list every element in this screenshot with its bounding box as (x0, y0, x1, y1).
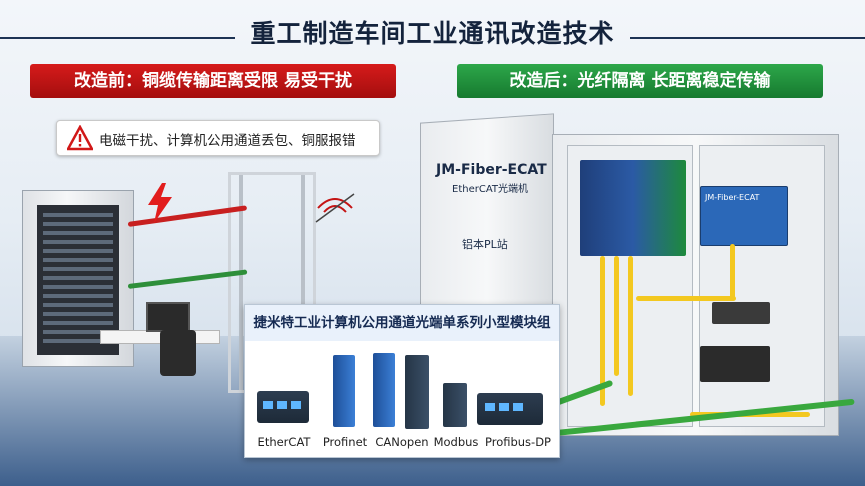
warning-text: 电磁干扰、计算机公用通道丢包、铜服报错 (99, 133, 356, 149)
contactor-block (700, 346, 770, 382)
device-label-right: JM-Fiber-ECAT (705, 193, 760, 202)
device-label-sub: EtherCAT光端机 (452, 184, 528, 195)
product-profinet-device (333, 355, 355, 427)
office-chair (160, 330, 196, 376)
product-label-profinet: Profinet (322, 435, 368, 449)
title-line-left (0, 37, 235, 39)
monitor (146, 302, 190, 332)
product-label-canopen: CANopen (375, 435, 429, 449)
signal-break-icon (315, 193, 355, 223)
page-title: 重工制造车间工业通讯改造技术 (250, 19, 615, 48)
plc-label: 铝本PL站 (462, 238, 508, 251)
before-banner: 改造前：铜缆传输距离受限 易受干扰 (30, 64, 396, 98)
product-canopen-device-2 (405, 355, 429, 429)
product-label-profibus: Profibus-DP (484, 435, 551, 449)
warning-box: 电磁干扰、计算机公用通道丢包、铜服报错 (56, 120, 380, 156)
warning-icon (67, 125, 93, 151)
product-profibus-device (477, 393, 543, 425)
title-line-right (630, 37, 865, 39)
device-label-main: JM-Fiber-ECAT (436, 162, 547, 178)
product-panel: 捷米特工业计算机公用通道光端单系列小型模块组 EtherCAT Profinet… (244, 304, 560, 458)
fiber-cable-2 (614, 256, 619, 376)
product-label-ethercat: EtherCAT (257, 435, 311, 449)
product-modbus-device (443, 383, 467, 427)
after-banner: 改造后：光纤隔离 长距离稳定传输 (457, 64, 823, 98)
fiber-cable-1 (600, 256, 605, 406)
plc-module (580, 160, 686, 256)
lightning-icon (148, 183, 172, 223)
product-ethercat-device (257, 391, 309, 423)
product-panel-title: 捷米特工业计算机公用通道光端单系列小型模块组 (245, 305, 559, 341)
terminal-block (712, 302, 770, 324)
product-canopen-device (373, 353, 395, 427)
fiber-cable-4 (636, 296, 736, 301)
product-label-modbus: Modbus (433, 435, 479, 449)
fiber-ecat-module: JM-Fiber-ECAT (700, 186, 788, 246)
fiber-cable-5 (730, 244, 735, 300)
fiber-cable-3 (628, 256, 633, 396)
